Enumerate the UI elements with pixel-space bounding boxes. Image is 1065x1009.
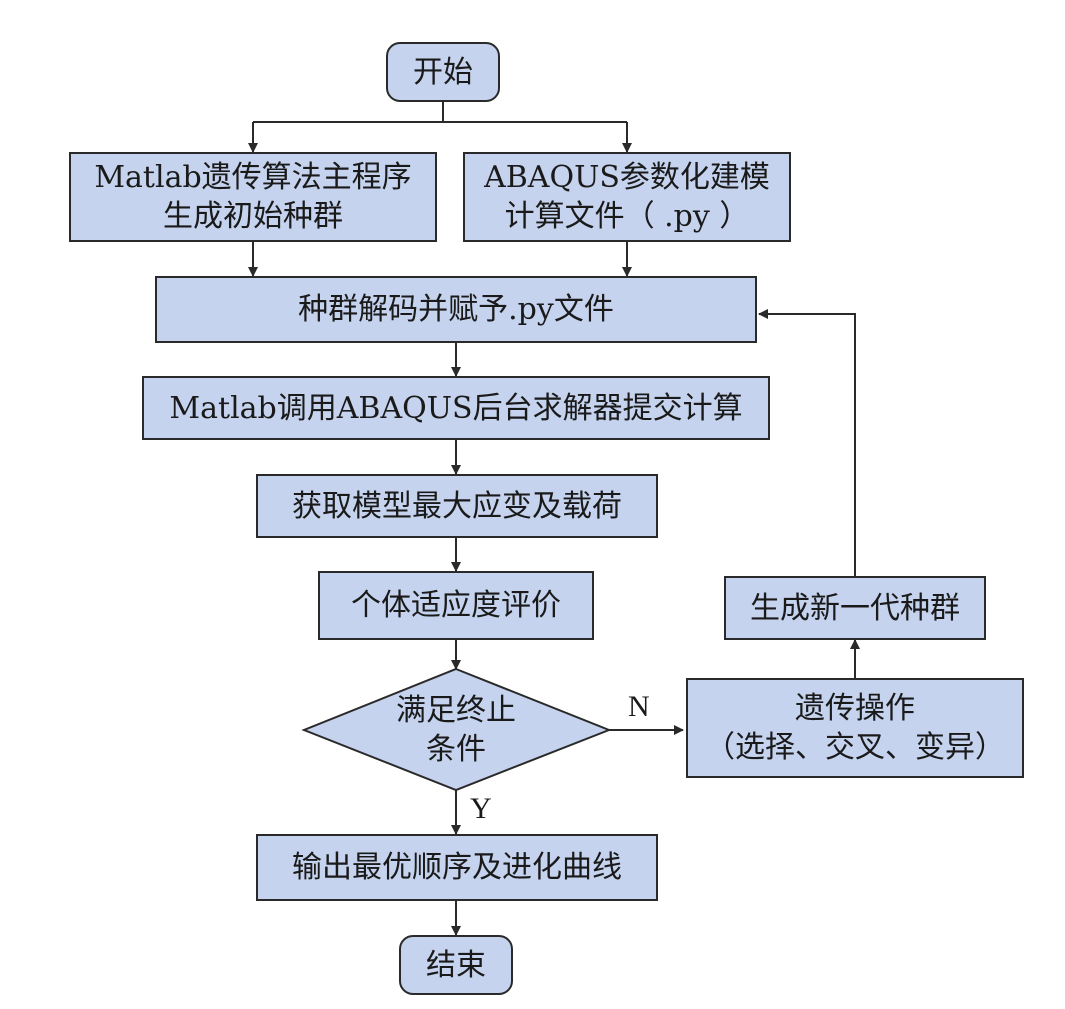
decode-node: 种群解码并赋予.py文件 xyxy=(155,276,757,343)
fitness-label: 个体适应度评价 xyxy=(351,588,561,623)
output-label: 输出最优顺序及进化曲线 xyxy=(292,850,622,885)
new-gen-node: 生成新一代种群 xyxy=(724,576,986,640)
end-label: 结束 xyxy=(426,947,486,983)
condition-diamond xyxy=(301,667,612,792)
start-node: 开始 xyxy=(386,42,500,102)
genetic-ops-line-2: （选择、交叉、变异） xyxy=(705,730,1005,765)
matlab-main-node: Matlab遗传算法主程序 生成初始种群 xyxy=(69,152,437,242)
matlab-main-line-1: Matlab遗传算法主程序 xyxy=(94,160,412,195)
condition-line-1: 满足终止 xyxy=(396,693,516,728)
submit-node: Matlab调用ABAQUS后台求解器提交计算 xyxy=(142,376,770,440)
condition-text: 满足终止 条件 xyxy=(340,680,572,780)
abaqus-param-node: ABAQUS参数化建模 计算文件（ .py ） xyxy=(463,152,791,242)
obtain-node: 获取模型最大应变及载荷 xyxy=(256,474,658,538)
end-node: 结束 xyxy=(399,935,513,995)
fitness-node: 个体适应度评价 xyxy=(318,571,594,640)
edge-newgen-to-decode xyxy=(758,309,856,576)
output-node: 输出最优顺序及进化曲线 xyxy=(256,834,658,901)
matlab-main-line-2: 生成初始种群 xyxy=(163,199,343,234)
abaqus-param-line-1: ABAQUS参数化建模 xyxy=(484,160,770,195)
abaqus-param-line-2: 计算文件（ .py ） xyxy=(504,199,750,234)
no-edge-label: N xyxy=(628,690,650,723)
condition-line-2: 条件 xyxy=(426,732,486,767)
new-gen-label: 生成新一代种群 xyxy=(750,590,960,626)
submit-label: Matlab调用ABAQUS后台求解器提交计算 xyxy=(169,390,743,426)
genetic-ops-line-1: 遗传操作 xyxy=(795,691,915,726)
yes-edge-label: Y xyxy=(470,792,492,825)
decode-label: 种群解码并赋予.py文件 xyxy=(298,292,614,327)
start-label: 开始 xyxy=(413,54,473,90)
obtain-label: 获取模型最大应变及载荷 xyxy=(292,488,622,524)
genetic-ops-node: 遗传操作 （选择、交叉、变异） xyxy=(686,678,1024,778)
